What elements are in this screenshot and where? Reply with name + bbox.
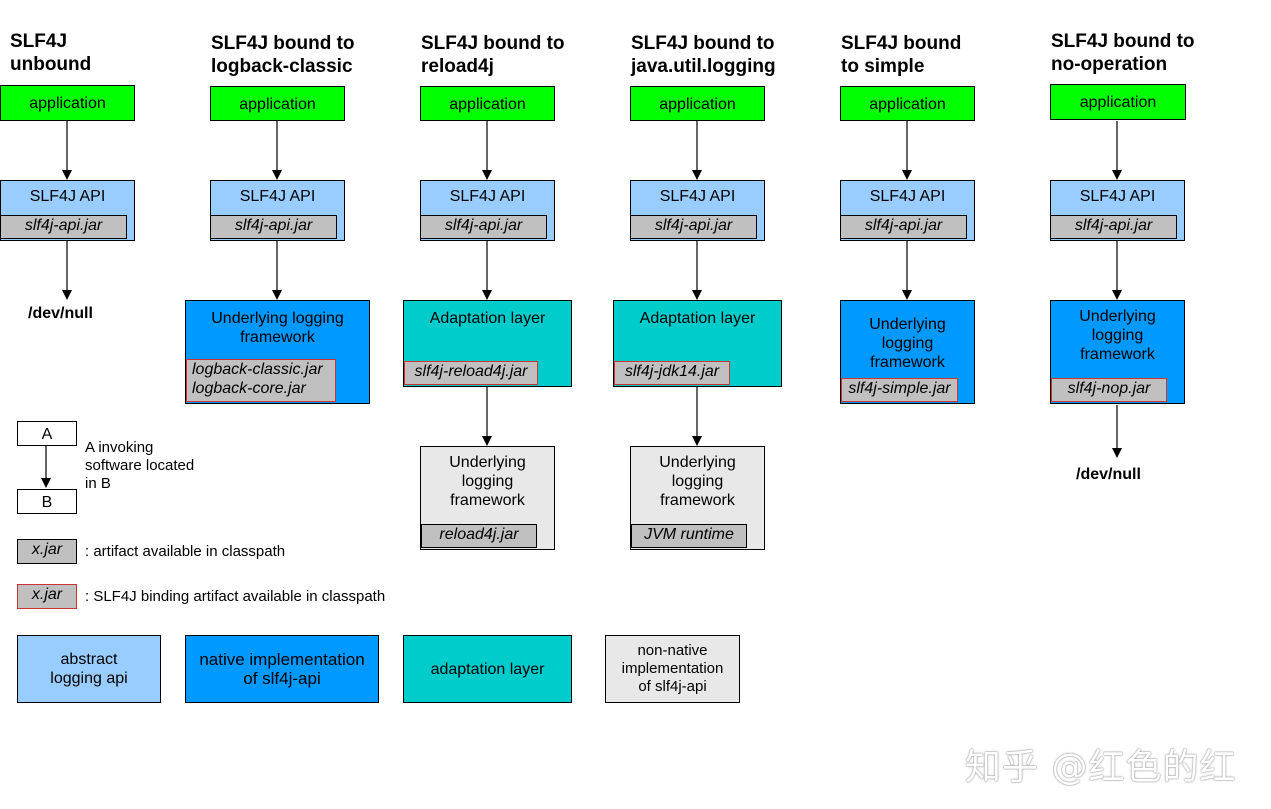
application-box: application (1050, 84, 1186, 120)
slf4j-api-label: SLF4J API (449, 188, 526, 205)
legend-invoke-text: A invoking software located in B (85, 439, 195, 492)
framework-label: Underlying logging framework (1079, 308, 1156, 363)
application-box: application (420, 86, 555, 121)
slf4j-api-label: SLF4J API (29, 188, 106, 205)
legend-binding-sample: x.jar (17, 584, 77, 609)
legend-jar-text: : artifact available in classpath (85, 543, 286, 560)
legend-box-a-label: A (41, 426, 53, 443)
slf4j-api-label: SLF4J API (1079, 188, 1156, 205)
api-jar: slf4j-api.jar (420, 215, 547, 239)
legend-adaptation-layer: adaptation layer (403, 635, 572, 703)
column-title-jul: SLF4J bound to java.util.logging (631, 33, 776, 77)
dev-null-label: /dev/null (1076, 466, 1141, 483)
legend-native-impl: native implementation of slf4j-api (185, 635, 379, 703)
legend-box-b-label: B (41, 494, 53, 511)
application-label: application (239, 96, 316, 113)
column-title-simple: SLF4J bound to simple (841, 33, 962, 77)
legend-binding-text: : SLF4J binding artifact available in cl… (85, 588, 386, 605)
native-logging-framework-box: Underlying logging framework (1050, 300, 1185, 404)
dev-null-label: /dev/null (28, 305, 93, 322)
binding-jar: slf4j-reload4j.jar (404, 361, 538, 385)
application-box: application (840, 86, 975, 121)
api-jar: slf4j-api.jar (0, 215, 127, 239)
adaptation-label: Adaptation layer (429, 310, 546, 327)
framework-label: Underlying logging framework (659, 454, 736, 509)
application-label: application (1079, 94, 1157, 111)
legend-box-a: A (17, 421, 77, 446)
application-label: application (449, 96, 526, 113)
binding-jar: slf4j-jdk14.jar (614, 361, 730, 385)
api-jar: slf4j-api.jar (630, 215, 757, 239)
framework-jar: reload4j.jar (421, 524, 537, 548)
column-title-reload4j: SLF4J bound to reload4j (421, 33, 565, 77)
application-label: application (659, 96, 736, 113)
slf4j-api-label: SLF4J API (869, 188, 946, 205)
binding-jar: slf4j-nop.jar (1051, 378, 1167, 402)
framework-jar: JVM runtime (631, 524, 747, 548)
column-title-logback: SLF4J bound to logback-classic (211, 33, 355, 77)
adaptation-label: Adaptation layer (639, 310, 756, 327)
application-label: application (869, 96, 946, 113)
slf4j-api-label: SLF4J API (659, 188, 736, 205)
framework-label: Underlying logging framework (211, 310, 344, 346)
binding-jar: slf4j-simple.jar (841, 378, 958, 402)
api-jar: slf4j-api.jar (210, 215, 337, 239)
api-jar: slf4j-api.jar (840, 215, 967, 239)
framework-label: Underlying logging framework (449, 454, 526, 509)
framework-label: Underlying logging framework (869, 316, 946, 371)
application-box: application (630, 86, 765, 121)
application-label: application (29, 95, 106, 112)
legend-abstract-api: abstract logging api (17, 635, 161, 703)
slf4j-api-label: SLF4J API (239, 188, 316, 205)
column-title-unbound: SLF4J unbound (10, 31, 92, 75)
watermark: 知乎 @红色的红 (965, 747, 1237, 788)
legend-non-native-impl: non-native implementation of slf4j-api (605, 635, 740, 703)
binding-jar: logback-classic.jar logback-core.jar (186, 359, 336, 402)
legend-jar-sample: x.jar (17, 539, 77, 564)
application-box: application (210, 86, 345, 121)
application-box: application (0, 85, 135, 121)
api-jar: slf4j-api.jar (1050, 215, 1177, 239)
column-title-nop: SLF4J bound to no-operation (1051, 31, 1195, 75)
legend-box-b: B (17, 489, 77, 514)
